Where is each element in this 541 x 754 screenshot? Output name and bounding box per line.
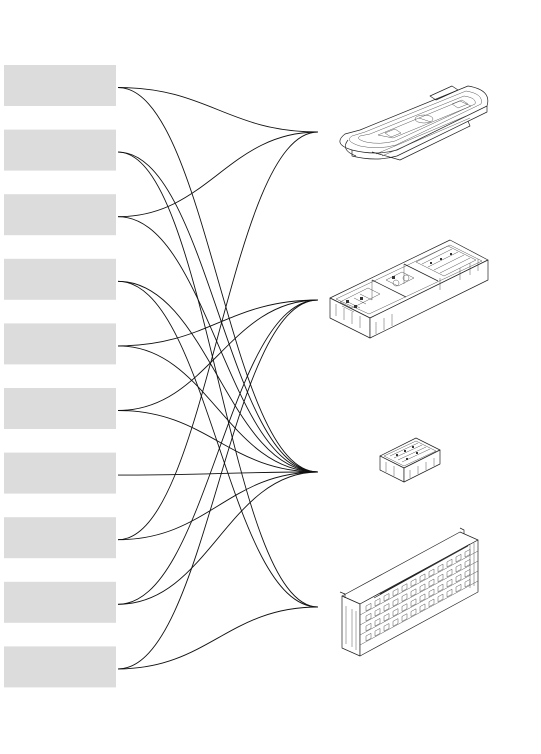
classroom-block-icon xyxy=(329,239,489,339)
building-window xyxy=(437,593,444,603)
building-window xyxy=(401,593,408,602)
link-line-17 xyxy=(117,471,319,605)
building-window xyxy=(365,612,372,622)
building-window xyxy=(374,628,381,637)
left-box-10 xyxy=(4,646,116,688)
building-window xyxy=(410,608,417,617)
left-box-6 xyxy=(4,388,116,429)
left-box-column xyxy=(4,65,116,688)
building-window xyxy=(455,553,462,563)
building-window xyxy=(365,632,372,642)
building-window xyxy=(455,583,462,593)
building-window xyxy=(392,608,399,617)
left-box-5 xyxy=(4,323,116,365)
link-line-9 xyxy=(117,299,319,347)
left-box-2 xyxy=(4,129,116,171)
building-window xyxy=(374,618,381,627)
building-window xyxy=(401,603,408,612)
building-window xyxy=(401,613,408,622)
building-window xyxy=(455,573,462,583)
left-box-1 xyxy=(4,65,116,106)
building-window xyxy=(401,583,408,592)
small-room-icon xyxy=(379,437,441,483)
link-line-18 xyxy=(117,299,319,670)
link-line-13 xyxy=(117,471,319,476)
building-window xyxy=(365,622,372,632)
link-line-1 xyxy=(117,87,319,133)
building-window xyxy=(446,578,453,588)
link-line-16 xyxy=(117,299,319,605)
building-window xyxy=(383,603,390,612)
building-window xyxy=(446,568,453,578)
building-window xyxy=(392,588,399,597)
building-window xyxy=(383,613,390,622)
building-window xyxy=(419,593,426,602)
building-window xyxy=(428,578,435,588)
link-line-4 xyxy=(117,151,319,608)
building-window xyxy=(410,598,417,607)
link-line-12 xyxy=(117,410,319,473)
building-window xyxy=(383,623,390,632)
building-window xyxy=(365,602,372,612)
building-window xyxy=(392,598,399,607)
link-line-7 xyxy=(117,280,319,473)
link-line-2 xyxy=(117,87,319,473)
building-window xyxy=(383,593,390,602)
link-line-19 xyxy=(117,606,319,670)
building-window xyxy=(437,583,444,593)
building-window xyxy=(455,563,462,573)
building-window xyxy=(419,603,426,612)
building-window xyxy=(428,568,435,578)
building-window xyxy=(428,598,435,608)
building-windows xyxy=(365,549,471,642)
link-line-15 xyxy=(117,471,319,541)
building-window xyxy=(392,618,399,627)
left-box-3 xyxy=(4,194,116,236)
building-window xyxy=(446,588,453,598)
link-line-11 xyxy=(117,299,319,411)
link-lines xyxy=(117,87,319,670)
building-window xyxy=(374,598,381,607)
building-window xyxy=(419,573,426,582)
building-window xyxy=(428,588,435,598)
building-window xyxy=(437,573,444,583)
building-window xyxy=(410,578,417,587)
link-line-14 xyxy=(117,131,319,541)
link-line-10 xyxy=(117,345,319,473)
building-window xyxy=(374,608,381,617)
building-window xyxy=(410,588,417,597)
link-line-6 xyxy=(117,216,319,473)
running-track-stadium-icon xyxy=(339,85,489,161)
multi-storey-building-icon xyxy=(339,527,479,657)
link-line-5 xyxy=(117,131,319,218)
left-box-9 xyxy=(4,581,116,623)
left-box-4 xyxy=(4,258,116,300)
left-box-7 xyxy=(4,452,116,494)
building-window xyxy=(437,563,444,573)
link-line-3 xyxy=(117,151,319,473)
left-box-8 xyxy=(4,517,116,559)
building-window xyxy=(446,558,453,568)
building-window xyxy=(419,583,426,592)
link-line-8 xyxy=(117,280,319,608)
